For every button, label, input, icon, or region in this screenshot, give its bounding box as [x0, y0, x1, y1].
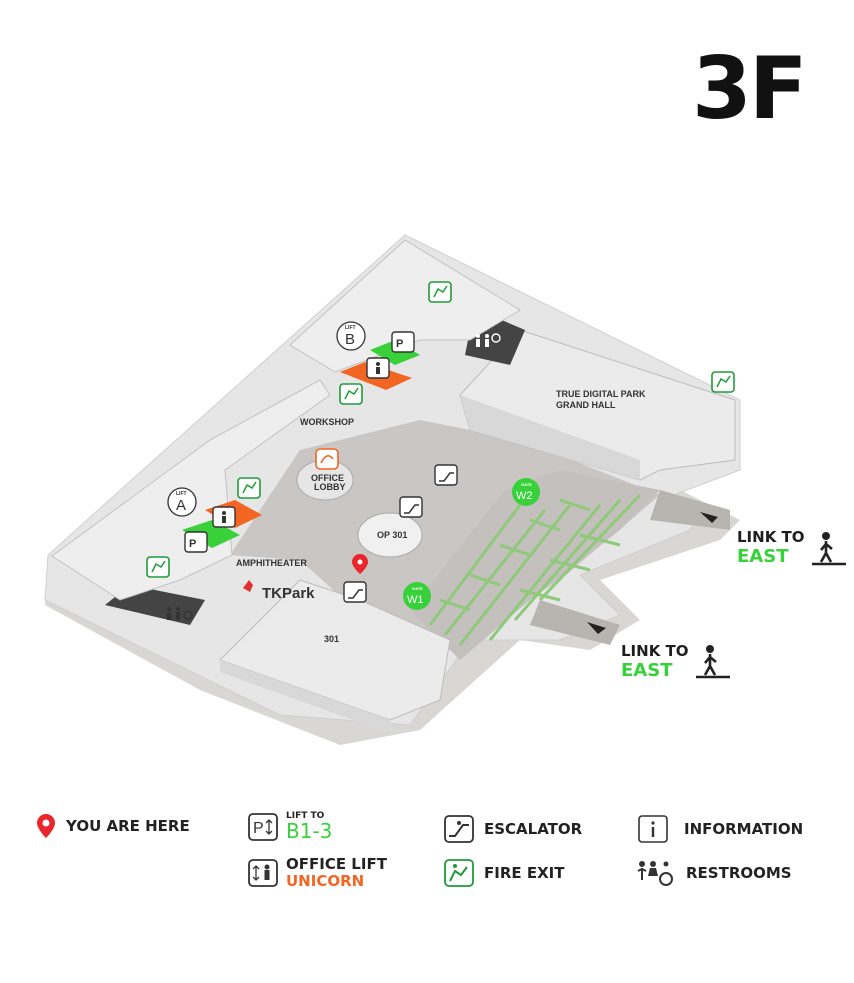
legend-label: OFFICE LIFT	[286, 855, 387, 873]
parking-lift-icon: P	[248, 812, 278, 841]
legend-label: YOU ARE HERE	[66, 817, 190, 835]
grand-hall-side	[460, 395, 640, 480]
fire-exit-icon	[339, 383, 363, 405]
legend-fire-exit: FIRE EXIT	[444, 859, 564, 887]
svg-text:B: B	[345, 331, 355, 348]
svg-text:W1: W1	[407, 594, 424, 606]
legend-information: INFORMATION	[638, 815, 803, 843]
lift-a-marker: LIFT A	[167, 487, 197, 517]
lift-b1-3-icon: P	[184, 531, 208, 553]
legend-sublabel: UNICORN	[286, 872, 365, 890]
svg-text:W2: W2	[516, 490, 533, 502]
restrooms-icon	[476, 333, 501, 347]
legend-sublabel: LIFT TO	[286, 811, 325, 821]
restrooms-icon	[637, 861, 673, 886]
escalator-icon	[399, 496, 423, 518]
op301-round	[357, 512, 423, 558]
svg-text:LIFT: LIFT	[176, 491, 187, 497]
workshop-label: WORKSHOP	[300, 417, 354, 427]
legend-escalator: ESCALATOR	[444, 815, 582, 843]
escalator-icon	[434, 464, 458, 486]
link-to-east-upper[interactable]: LINK TO EAST	[737, 530, 805, 566]
op301-label: OP 301	[377, 530, 407, 540]
svg-text:GATE: GATE	[521, 482, 532, 487]
fire-exit-icon	[444, 859, 474, 887]
legend-you-are-here: YOU ARE HERE	[36, 813, 190, 839]
restrooms-icon	[167, 607, 193, 620]
office-lobby-label-1: OFFICE	[311, 473, 344, 483]
fire-exit-icon	[428, 281, 452, 303]
tkpark-logo: TKPark	[243, 580, 315, 602]
lift-b-marker: LIFT B	[336, 321, 366, 351]
escalator-icon	[444, 815, 474, 843]
office-lobby-label-2: LOBBY	[314, 482, 346, 492]
link-label-1: LINK TO	[737, 528, 805, 546]
lift-a-green	[182, 520, 240, 548]
fire-exit-icon	[711, 371, 735, 393]
floor-number: 3F	[692, 39, 808, 139]
svg-text:GATE: GATE	[412, 586, 423, 591]
grand-hall-label-1: TRUE DIGITAL PARK	[556, 389, 646, 399]
legend-label: B1-3	[286, 819, 333, 843]
svg-text:A: A	[176, 497, 186, 514]
office-lift-icon	[212, 506, 236, 528]
link-label-2: EAST	[737, 546, 789, 567]
fire-exit-icon	[146, 556, 170, 578]
walking-person-icon	[696, 645, 730, 679]
information-icon	[638, 815, 668, 843]
link-label-1: LINK TO	[621, 642, 689, 660]
walking-person-icon	[812, 532, 846, 566]
link-to-east-lower[interactable]: LINK TO EAST	[621, 644, 689, 680]
gate-w1-marker: GATE W1	[403, 582, 431, 610]
legend-restrooms: RESTROOMS	[636, 859, 792, 887]
left-blocks	[51, 379, 331, 601]
office-lift-icon	[366, 357, 390, 379]
room-301-side	[220, 660, 395, 735]
grand-hall-label-2: GRAND HALL	[556, 400, 616, 410]
legend-label: INFORMATION	[684, 820, 804, 838]
escalator-icon	[343, 581, 367, 603]
location-pin-icon	[37, 814, 55, 838]
room-301-label: 301	[324, 634, 339, 644]
garden-area	[410, 470, 660, 660]
svg-text:TKPark: TKPark	[262, 585, 315, 602]
you-are-here-pin	[352, 554, 368, 574]
svg-text:P: P	[253, 820, 264, 837]
legend-label: RESTROOMS	[686, 864, 792, 882]
link-arrow-upper	[700, 512, 718, 523]
office-lift-icon	[248, 859, 278, 887]
amphitheater-label: AMPHITHEATER	[236, 558, 307, 568]
garden-paths	[428, 493, 642, 646]
lift-b1-3-icon: P	[391, 331, 415, 353]
svg-text:P: P	[396, 338, 403, 350]
information-icon	[315, 448, 339, 470]
link-label-2: EAST	[621, 660, 673, 681]
legend-label: ESCALATOR	[484, 820, 583, 838]
legend-label: FIRE EXIT	[484, 864, 565, 882]
svg-text:P: P	[189, 538, 196, 550]
link-arrow-lower	[587, 622, 606, 634]
gate-w2-marker: GATE W2	[512, 478, 540, 506]
link-walkway-lower	[530, 600, 620, 645]
svg-text:LIFT: LIFT	[345, 325, 356, 331]
fire-exit-icon	[237, 477, 261, 499]
